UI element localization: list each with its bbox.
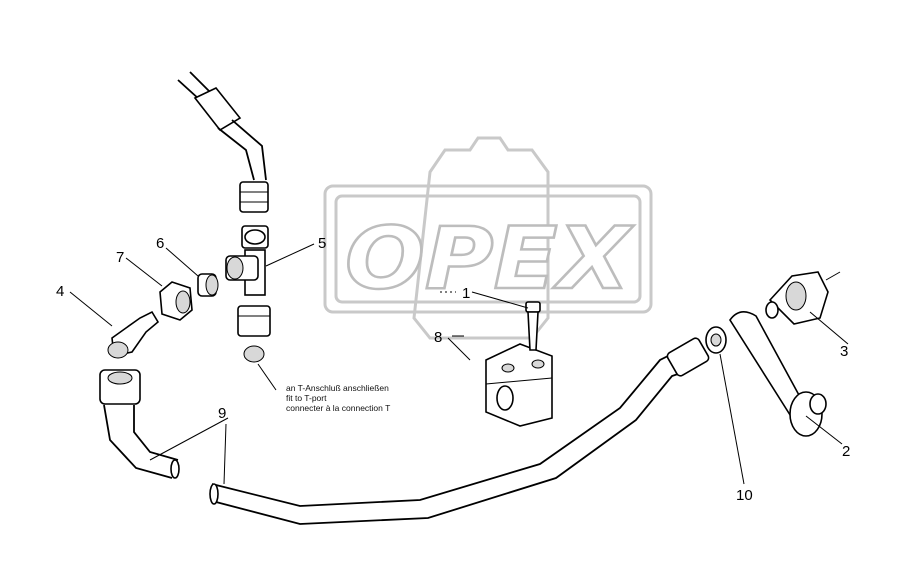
callout-1: 1 (462, 285, 470, 302)
cutting-ring (197, 273, 219, 297)
quick-coupling (765, 271, 841, 325)
opex-watermark: OPEX (323, 136, 653, 340)
bolt (525, 301, 541, 351)
dust-cap (729, 311, 827, 437)
watermark-text: OPEX (345, 209, 634, 309)
assembly-note: an T-Anschluß anschließen fit to T-port … (286, 383, 390, 413)
t-fitting (225, 225, 271, 363)
long-hose (209, 337, 710, 525)
left-hose (99, 369, 180, 479)
note-line-french: connecter à la connection T (286, 403, 390, 413)
note-line-german: an T-Anschluß anschließen (286, 383, 389, 393)
note-line-english: fit to T-port (286, 393, 327, 403)
elbow-fitting (107, 310, 160, 359)
union-nut (159, 281, 193, 321)
callout-numbers: 1 2 3 4 5 6 7 8 9 10 (56, 235, 850, 504)
upper-hose-assembly (177, 71, 269, 213)
clamp-block (485, 343, 553, 427)
callout-4: 4 (56, 283, 64, 300)
callout-3: 3 (840, 343, 848, 360)
callout-7: 7 (116, 249, 124, 266)
callout-8: 8 (434, 329, 442, 346)
callout-5: 5 (318, 235, 326, 252)
washer (705, 326, 727, 354)
callout-2: 2 (842, 443, 850, 460)
leader-lines (69, 243, 849, 485)
callout-10: 10 (736, 487, 753, 504)
callout-9: 9 (218, 405, 226, 422)
callout-6: 6 (156, 235, 164, 252)
